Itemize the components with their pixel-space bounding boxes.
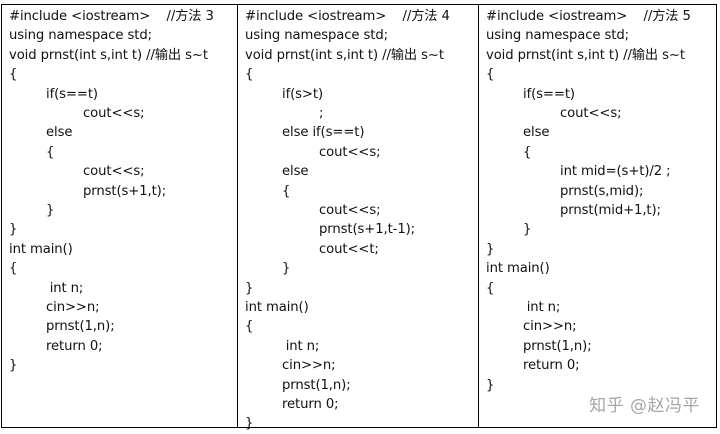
code-line: using namespace std; [245, 28, 388, 44]
code-line: { [46, 144, 55, 160]
code-line: void prnst(int s,int t) //输出 s~t [486, 47, 685, 63]
code-line: cout<<t; [319, 241, 379, 257]
code-line: } [523, 222, 532, 238]
code-line: void prnst(int s,int t) //输出 s~t [245, 47, 444, 63]
code-line: prnst(1,n); [282, 377, 351, 393]
code-line: } [9, 358, 18, 374]
code-line: { [245, 67, 254, 83]
code-line: cout<<s; [83, 106, 145, 121]
code-line: { [486, 67, 495, 83]
code-line: cin>>n; [523, 319, 577, 335]
code-line: #include <iostream> //方法 5 [486, 9, 691, 24]
code-line: return 0; [282, 397, 339, 412]
code-line: } [486, 241, 495, 257]
code-line: int n; [285, 338, 320, 354]
method-5-column: #include <iostream> //方法 5 using namespac… [479, 5, 716, 427]
code-line: cout<<s; [560, 106, 622, 121]
code-line: { [486, 280, 495, 296]
code-line: prnst(1,n); [46, 319, 115, 335]
code-line: } [282, 261, 291, 277]
code-line: return 0; [46, 338, 103, 354]
code-line: void prnst(int s,int t) //输出 s~t [9, 47, 208, 63]
code-line: #include <iostream> //方法 3 [9, 9, 214, 24]
code-line: { [282, 183, 291, 199]
code-line: int mid=(s+t)/2 ; [560, 164, 671, 180]
code-line: int main() [486, 261, 550, 277]
code-line: prnst(s+1,t); [83, 183, 167, 199]
code-line: { [9, 261, 18, 277]
code-line: cout<<s; [319, 144, 381, 160]
code-line: prnst(mid+1,t); [560, 203, 661, 218]
code-line: if(s==t) [523, 86, 575, 102]
code-line: { [245, 319, 254, 335]
code-line: int n; [49, 280, 84, 296]
code-line: } [46, 203, 55, 218]
code-line: cout<<s; [83, 164, 145, 180]
code-line: } [245, 416, 254, 432]
code-line: else if(s==t) [282, 125, 365, 141]
code-line: else [282, 164, 309, 180]
code-line: } [9, 222, 18, 238]
code-line: int n; [526, 300, 561, 315]
code-line: } [245, 280, 254, 296]
code-line: return 0; [523, 358, 580, 374]
code-line: } [486, 377, 495, 393]
code-line: using namespace std; [9, 28, 152, 44]
code-line: if(s>t) [282, 86, 323, 102]
code-line: cin>>n; [282, 358, 336, 374]
method-4-column: #include <iostream> //方法 4 using namespac… [238, 5, 479, 431]
zhihu-watermark: 知乎 @赵冯平 [589, 396, 700, 416]
code-line: #include <iostream> //方法 4 [245, 9, 450, 24]
code-line: using namespace std; [486, 28, 629, 44]
method-3-column: #include <iostream> //方法 3 using namespac… [2, 5, 238, 427]
code-line: else [523, 125, 550, 141]
code-line: cout<<s; [319, 203, 381, 218]
code-line: ; [319, 106, 324, 121]
code-line: cin>>n; [46, 300, 100, 315]
code-line: if(s==t) [46, 86, 98, 102]
code-line: prnst(1,n); [523, 338, 592, 354]
code-line: { [9, 67, 18, 83]
code-comparison-table: #include <iostream> //方法 3 using namespac… [1, 4, 717, 431]
code-line: prnst(s+1,t-1); [319, 222, 416, 238]
code-line: int main() [245, 300, 309, 315]
code-line: int main() [9, 241, 73, 257]
code-line: { [523, 144, 532, 160]
code-line: prnst(s,mid); [560, 183, 644, 199]
code-line: else [46, 125, 73, 141]
